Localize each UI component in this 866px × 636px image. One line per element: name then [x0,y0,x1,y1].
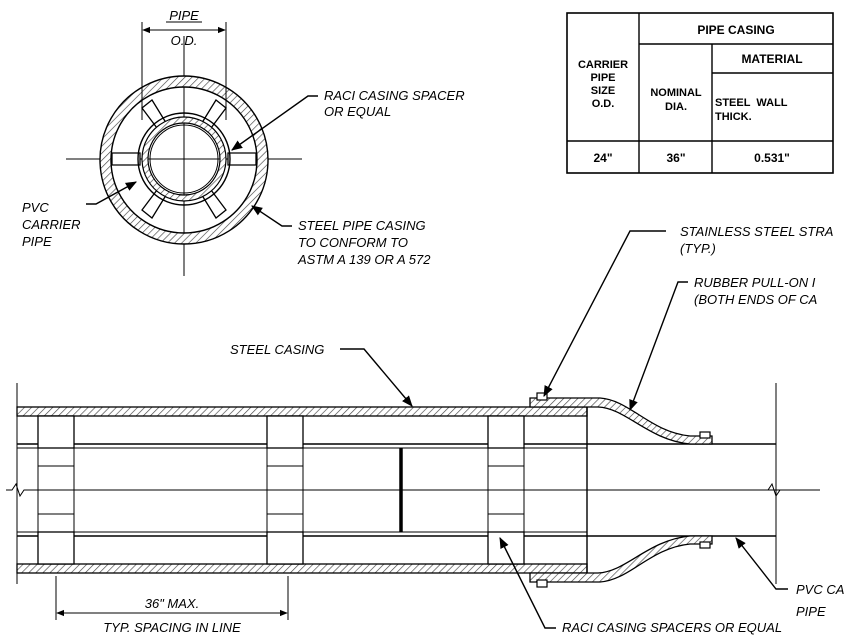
pipe-od-label-line2: O.D. [171,33,198,48]
table-col1-line2: PIPE [590,72,615,84]
casing-leader [251,205,292,227]
carrier-pipe-ring [141,116,227,202]
casing-top-wall [16,406,588,417]
spacer-group-2 [266,415,304,565]
pvc-carrier-leader [735,537,788,590]
strap-leader [543,230,666,397]
steel-casing-leader [340,348,413,407]
table-col3-line2: THICK. [715,111,752,123]
spacing-label-line2: TYP. SPACING IN LINE [103,620,241,635]
spacer-band [137,112,231,206]
spacer-group-1 [37,415,75,565]
strap-bottom-left [536,579,548,588]
casing-table: PIPE CASING MATERIAL CARRIER PIPE SIZE O… [566,12,834,174]
carrier-label-line1: PVC [22,200,49,215]
casing-label-line3: ASTM A 139 OR A 572 [297,252,431,267]
pvc-carrier-label-line2: PIPE [796,604,826,619]
strap-bottom-right [699,541,711,549]
pvc-carrier-label-line1: PVC CA [796,582,844,597]
section-view: PIPE O.D. RACI CASING SPACER OR EQUAL PV… [22,8,465,276]
carrier-label-line2: CARRIER [22,217,81,232]
table-header-pipe-casing: PIPE CASING [697,23,774,37]
table-cell-carrier-size: 24" [593,151,612,165]
end-seal-top [529,397,713,445]
casing-label-line1: STEEL PIPE CASING [298,218,426,233]
spacers-label: RACI CASING SPACERS OR EQUAL [562,620,782,635]
carrier-leader [86,181,137,205]
table-col1-line1: CARRIER [578,59,628,71]
table-cell-nominal-dia: 36" [666,151,685,165]
steel-casing-ring [99,75,269,245]
seal-leader [629,281,688,412]
table-header-material: MATERIAL [741,52,802,66]
table-col2-line2: DIA. [665,101,687,113]
pipe-od-label-line1: PIPE [169,8,199,23]
spacers-leader [499,536,556,629]
end-seal-bottom [529,535,713,583]
spacing-label-line1: 36" MAX. [145,596,199,611]
strap-top-right [699,431,711,439]
carrier-label-line3: PIPE [22,234,52,249]
steel-casing-label: STEEL CASING [230,342,324,357]
strap-label-line1: STAINLESS STEEL STRA [680,224,833,239]
table-col1-line4: O.D. [592,98,615,110]
table-col1-line3: SIZE [591,85,615,97]
profile-view: STEEL CASING STAINLESS STEEL STRA (TYP.)… [6,224,844,635]
strap-label-line2: (TYP.) [680,241,716,256]
spacer-label-line2: OR EQUAL [324,104,391,119]
spacer-label-line1: RACI CASING SPACER [324,88,465,103]
left-break-symbol [6,482,30,498]
table-col3-line1: STEEL WALL [715,97,788,109]
seal-label-line2: (BOTH ENDS OF CA [694,292,817,307]
casing-label-line2: TO CONFORM TO [298,235,408,250]
spacer-leader [231,95,318,151]
seal-label-line1: RUBBER PULL-ON I [694,275,816,290]
table-cell-wall-thick: 0.531" [754,151,790,165]
table-col2-line1: NOMINAL [650,87,702,99]
casing-bottom-wall [16,563,588,574]
